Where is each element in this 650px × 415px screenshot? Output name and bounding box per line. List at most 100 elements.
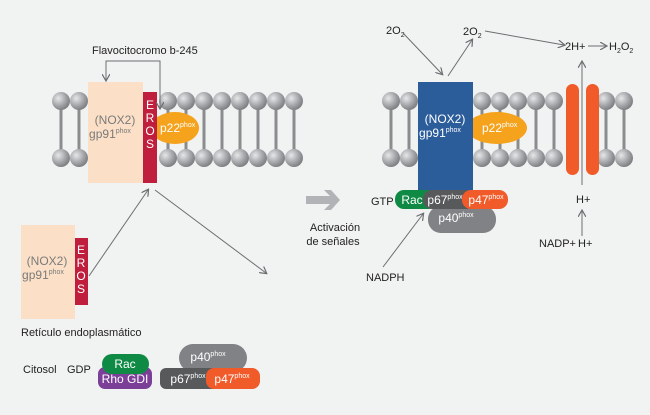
activation-label-line2: de señales	[306, 236, 360, 248]
p47-subunit-active	[462, 190, 508, 209]
lipid-head	[491, 92, 509, 110]
lipid-head	[267, 92, 285, 110]
lipid-head	[527, 149, 545, 167]
eros-letter: O	[76, 269, 85, 283]
superoxide-to-2h-arrow	[484, 30, 564, 45]
lipid-head	[491, 149, 509, 167]
nox2-gp91-active	[418, 82, 473, 202]
phospholipid	[400, 92, 418, 167]
lipid-head	[615, 92, 633, 110]
lipid-head	[195, 92, 213, 110]
h-plus-label-lower: H+	[578, 238, 592, 250]
lipid-head	[597, 92, 615, 110]
lipid-head	[249, 92, 267, 110]
er-label: Retículo endoplasmático	[21, 327, 141, 339]
p40-label-cytosol: p40phox	[190, 350, 226, 364]
gp91-label-er: gp91phox	[22, 268, 64, 282]
phospholipid	[382, 92, 400, 167]
inactive-complex: p22phox (NOX2) gp91phox E R O S Flavocit…	[21, 45, 266, 389]
p47-label-cytosol: p47phox	[214, 372, 250, 386]
eros-letter: E	[77, 243, 85, 257]
phospholipid	[267, 92, 285, 167]
p67-subunit-active	[423, 190, 475, 209]
eros-bar-membrane	[143, 92, 157, 183]
lipid-head	[231, 92, 249, 110]
activation-label-line1: Activación	[310, 222, 360, 234]
eros-letter: E	[146, 98, 154, 112]
o2-in-arrow	[402, 32, 442, 74]
proton-channel-left	[566, 84, 579, 175]
eros-bar-er	[75, 238, 88, 305]
nadph-arrow	[382, 214, 423, 268]
er-to-membrane-arrow	[88, 190, 148, 277]
gdp-label: GDP	[67, 364, 91, 376]
p40-subunit-cytosol	[179, 344, 247, 372]
lipid-head	[473, 92, 491, 110]
nox2-gp91-inactive	[88, 82, 143, 183]
active-complex: p22phox (NOX2) gp91phox p40phox Rac p67p…	[366, 25, 633, 284]
p40-subunit-active	[428, 206, 496, 233]
proton-channel-right	[586, 84, 599, 175]
lipid-head	[285, 92, 303, 110]
lipid-head	[285, 149, 303, 167]
nox2-label-inactive: (NOX2)	[95, 113, 136, 127]
eros-letter: R	[146, 111, 155, 125]
lipid-head	[213, 92, 231, 110]
p67-label-active: p67phox	[427, 193, 463, 207]
2h-label: 2H+	[565, 41, 586, 53]
phospholipid	[597, 92, 615, 167]
rac-label-cytosol: Rac	[114, 357, 135, 371]
lipid-head	[195, 149, 213, 167]
gp91-label-inactive: gp91phox	[89, 127, 131, 141]
membrane-left	[52, 92, 303, 167]
lipid-head	[249, 149, 267, 167]
lipid-head	[52, 149, 70, 167]
lipid-head	[400, 92, 418, 110]
eros-letter: S	[146, 137, 154, 151]
p22-label-active: p22phox	[482, 121, 518, 135]
phospholipid	[615, 92, 633, 167]
h2o2-label: H2O2	[609, 41, 633, 55]
nadp-label: NADP+	[539, 238, 576, 250]
membrane-to-activation-arrow	[154, 189, 266, 273]
p40-label-active: p40phox	[438, 211, 474, 225]
o2-out-arrow	[447, 40, 472, 77]
phospholipid	[52, 92, 70, 167]
lipid-head	[527, 92, 545, 110]
p67-label-cytosol: p67phox	[170, 372, 206, 386]
lipid-head	[70, 92, 88, 110]
lipid-head	[159, 149, 177, 167]
superoxide-label: 2O2	[463, 26, 482, 40]
lipid-head	[509, 92, 527, 110]
phospholipid	[195, 92, 213, 167]
lipid-head	[267, 149, 285, 167]
eros-letter: O	[145, 124, 154, 138]
lipid-head	[213, 149, 231, 167]
phospholipid	[70, 92, 88, 167]
h-plus-label: H+	[576, 194, 590, 206]
lipid-head	[70, 149, 88, 167]
gtp-label: GTP	[371, 196, 394, 208]
phospholipid	[545, 92, 563, 167]
activation-transition: Activación de señales	[306, 190, 360, 248]
cytosol-label: Citosol	[23, 364, 57, 376]
lipid-head	[177, 92, 195, 110]
lipid-head	[52, 92, 70, 110]
lipid-head	[382, 149, 400, 167]
rac-label-active: Rac	[401, 193, 422, 207]
eros-letter: S	[77, 282, 85, 296]
flavocytochrome-label: Flavocitocromo b-245	[92, 45, 198, 57]
phospholipid	[249, 92, 267, 167]
lipid-head	[231, 149, 249, 167]
p67-subunit-cytosol	[160, 368, 220, 389]
p47-label-active: p47phox	[468, 193, 504, 207]
lipid-head	[382, 92, 400, 110]
eros-letter: R	[77, 256, 86, 270]
nox2-label-er: (NOX2)	[27, 254, 68, 268]
rhogdi-label: Rho GDI	[102, 372, 149, 386]
phospholipid	[285, 92, 303, 167]
o2-in-label: 2O2	[386, 25, 405, 39]
lipid-head	[400, 149, 418, 167]
lipid-head	[615, 149, 633, 167]
